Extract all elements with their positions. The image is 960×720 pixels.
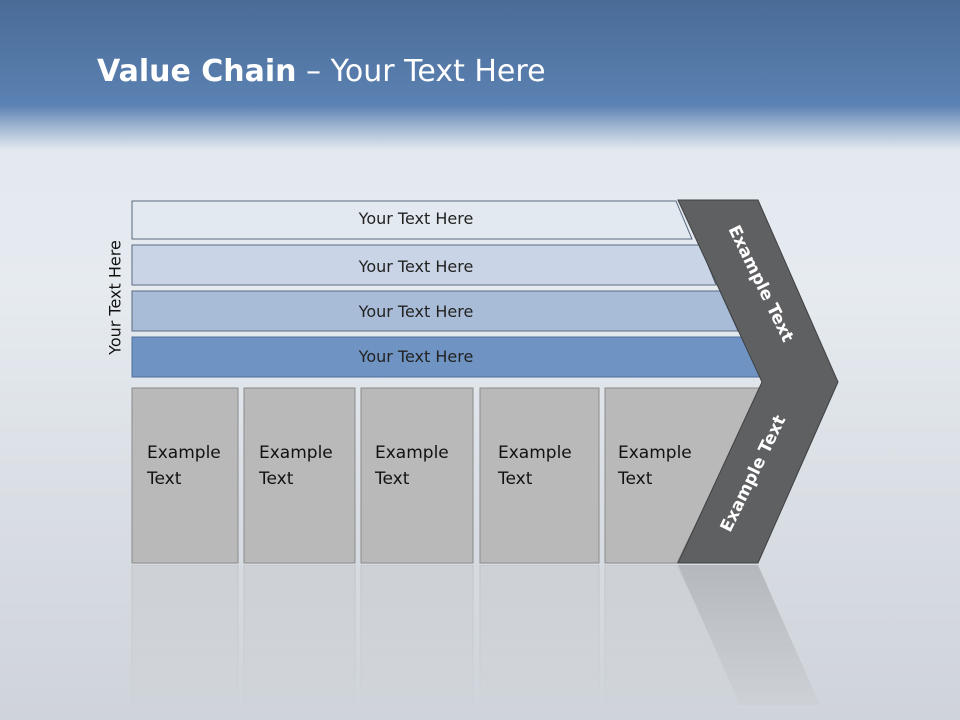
column-box-3[interactable] bbox=[360, 387, 474, 564]
title-bold: Value Chain bbox=[97, 54, 297, 89]
column-5-line1: Example bbox=[618, 443, 692, 463]
column-box-4[interactable] bbox=[479, 387, 600, 564]
column-1-line2: Text bbox=[147, 469, 182, 489]
column-4-line1: Example bbox=[498, 443, 572, 463]
row-2-bar[interactable] bbox=[131, 244, 717, 286]
title-rest: – Your Text Here bbox=[296, 54, 546, 89]
column-1-line1: Example bbox=[147, 443, 221, 463]
column-3-line2: Text bbox=[375, 469, 410, 489]
column-1-text: Example Text bbox=[147, 440, 221, 492]
column-box-5[interactable] bbox=[604, 387, 763, 564]
chevron-arrow[interactable] bbox=[677, 199, 839, 564]
column-4-line2: Text bbox=[498, 469, 533, 489]
column-box-1[interactable] bbox=[131, 387, 239, 564]
row-1-label: Your Text Here bbox=[358, 209, 474, 228]
row-4-label: Your Text Here bbox=[358, 347, 474, 366]
column-5-line2: Text bbox=[618, 469, 653, 489]
column-box-2[interactable] bbox=[243, 387, 356, 564]
row-3-label: Your Text Here bbox=[358, 302, 474, 321]
header-band bbox=[0, 0, 960, 150]
column-3-text: Example Text bbox=[375, 440, 449, 492]
slide-title: Value Chain – Your Text Here bbox=[97, 54, 546, 89]
row-2-label: Your Text Here bbox=[358, 257, 474, 276]
column-2-line2: Text bbox=[259, 469, 294, 489]
column-5-text: Example Text bbox=[618, 440, 692, 492]
column-2-line1: Example bbox=[259, 443, 333, 463]
column-4-text: Example Text bbox=[498, 440, 572, 492]
column-3-line1: Example bbox=[375, 443, 449, 463]
column-2-text: Example Text bbox=[259, 440, 333, 492]
row-1-bar[interactable] bbox=[131, 200, 693, 240]
